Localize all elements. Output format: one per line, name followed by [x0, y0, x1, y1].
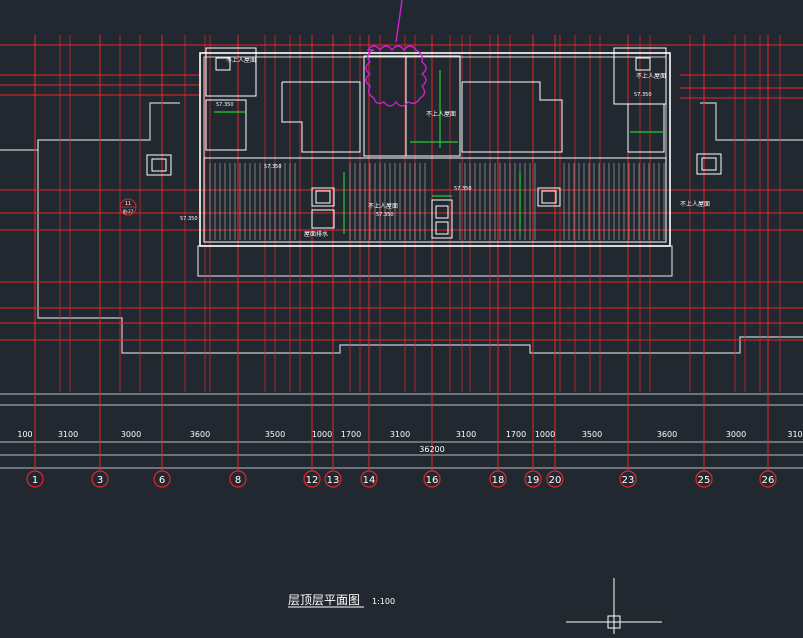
room-label: 不上人屋面 [636, 72, 666, 80]
axis-bubble-12: 12 [303, 470, 321, 488]
dimension-value: 1000 [535, 430, 555, 439]
room-label: 不上人屋面 [680, 200, 710, 208]
axis-label: 8 [235, 475, 241, 486]
axis-bubble-6: 6 [153, 470, 171, 488]
elevation-label: 57.350 [376, 212, 394, 218]
revision-cloud [365, 0, 427, 107]
room-label: 屋面排水 [304, 230, 328, 238]
crosshair-cursor-icon[interactable] [566, 578, 662, 634]
drawing-scale: 1:100 [372, 597, 395, 606]
axis-bubble-20: 20 [546, 470, 564, 488]
axis-label: 26 [762, 475, 775, 486]
axis-bubble-18: 18 [489, 470, 507, 488]
elevation-label: 57.350 [264, 164, 282, 170]
axis-label: 12 [306, 475, 319, 486]
axis-bubble-16: 16 [423, 470, 441, 488]
elevation-label: 57.350 [454, 186, 472, 192]
axis-label: 6 [159, 475, 165, 486]
axis-bubble-1: 1 [26, 470, 44, 488]
drawing-title-block: 层顶层平面图 1:100 [288, 593, 395, 608]
dimension-row: 100 3100 3000 3600 3500 1000 1700 3100 3100 1700 1… [17, 430, 802, 439]
axis-bubble-3: 3 [91, 470, 109, 488]
elevation-label: 57.350 [180, 216, 198, 222]
axis-label: 14 [363, 475, 376, 486]
dimension-value: 3100 [390, 430, 410, 439]
room-labels: 不上人屋面 不上人屋面 不上人屋面 不上人屋面 不上人屋面 屋面排水 [226, 56, 710, 238]
axis-bubble-23: 23 [619, 470, 637, 488]
axis-bubble-14: 14 [360, 470, 378, 488]
roof-plan-body [199, 47, 671, 247]
detail-bubble[interactable]: 11 图-27 [119, 198, 137, 216]
dimension-value: 1000 [312, 430, 332, 439]
axis-label: 25 [698, 475, 711, 486]
axis-bubble-8: 8 [229, 470, 247, 488]
elevation-labels: 57.350 57.350 57.350 57.350 57.350 57.35… [180, 92, 652, 222]
elevation-label: 57.350 [216, 102, 234, 108]
axis-label: 16 [426, 475, 439, 486]
dimension-value: 1700 [506, 430, 526, 439]
dimension-value: 3600 [657, 430, 677, 439]
axis-bubble-26: 26 [759, 470, 777, 488]
dimension-value: 3100 [456, 430, 476, 439]
drawing-title: 层顶层平面图 [288, 593, 360, 607]
axis-bubble-25: 25 [695, 470, 713, 488]
dimension-value: 1700 [341, 430, 361, 439]
horizontal-grid-lines [0, 44, 803, 341]
axis-bubble-19: 19 [524, 470, 542, 488]
axis-label: 23 [622, 475, 635, 486]
dimension-value: 3000 [121, 430, 141, 439]
axis-label: 19 [527, 475, 540, 486]
detail-ref: 图-27 [123, 208, 134, 214]
detail-number: 11 [125, 201, 131, 207]
room-label: 不上人屋面 [226, 56, 256, 64]
dimension-value: 100 [17, 430, 32, 439]
axis-label: 3 [97, 475, 103, 486]
equipment-blocks [146, 57, 722, 239]
roof-hatch [209, 163, 665, 240]
room-label: 不上人屋面 [426, 110, 456, 118]
dimension-value: 3500 [582, 430, 602, 439]
dimension-value: 3600 [190, 430, 210, 439]
axis-bubble-13: 13 [324, 470, 342, 488]
dimension-value: 3000 [726, 430, 746, 439]
elevation-label: 57.350 [634, 92, 652, 98]
axis-label: 18 [492, 475, 505, 486]
dimension-value: 310 [787, 430, 802, 439]
axis-label: 20 [549, 475, 562, 486]
axis-label: 13 [327, 475, 340, 486]
drain-pipes [214, 70, 664, 234]
room-label: 不上人屋面 [368, 202, 398, 210]
dimension-value: 3500 [265, 430, 285, 439]
dimension-value: 3100 [58, 430, 78, 439]
axis-label: 1 [32, 475, 38, 486]
total-dimension: 36200 [419, 445, 444, 454]
building-outline [0, 102, 803, 469]
